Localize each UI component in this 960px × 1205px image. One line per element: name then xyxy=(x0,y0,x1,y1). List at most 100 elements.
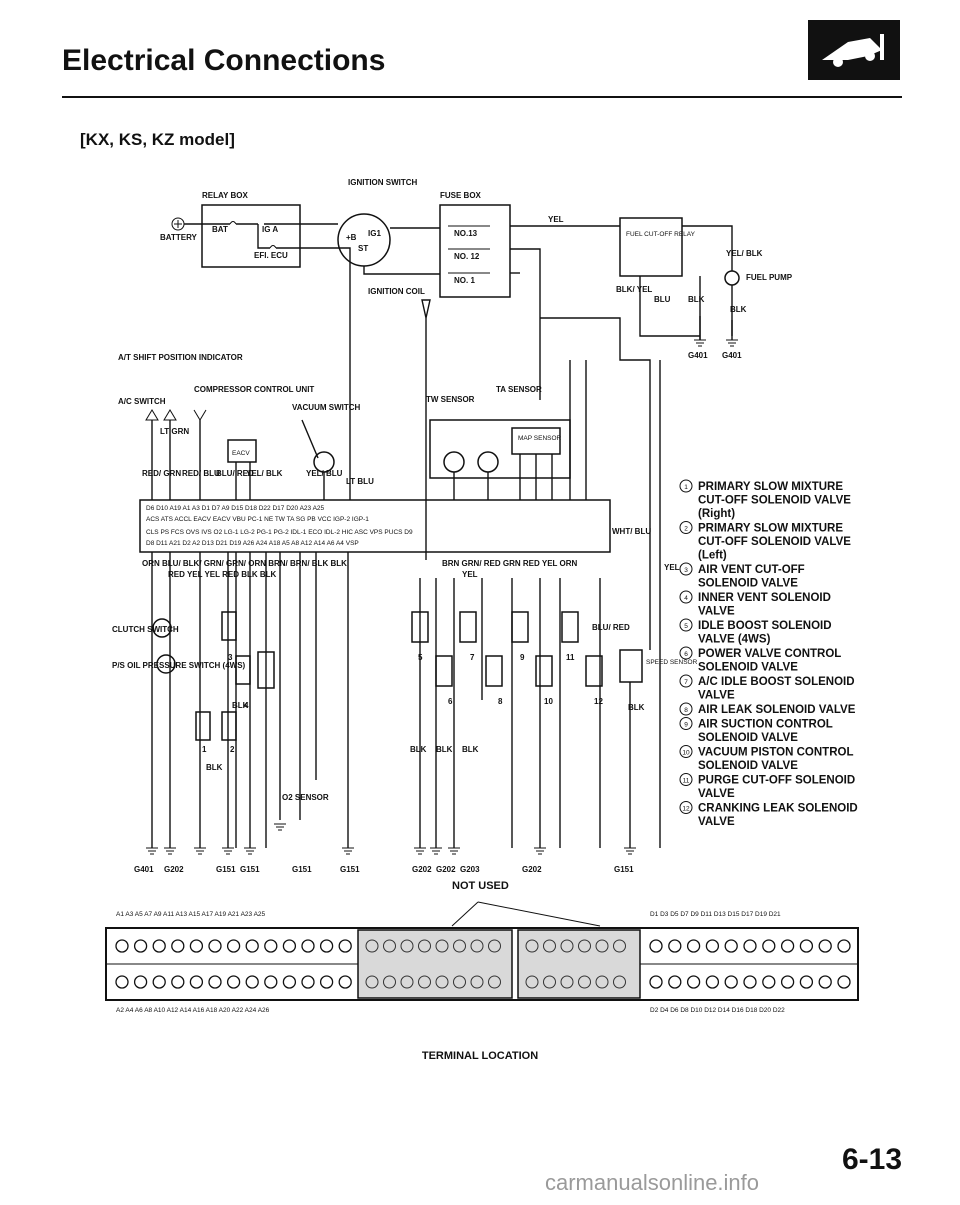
solenoid-9-num: 9 xyxy=(520,653,525,662)
wire-red-blu: RED/ BLU xyxy=(182,469,220,478)
terminal-pin xyxy=(282,975,297,989)
terminal-pin-unused xyxy=(453,939,466,953)
o2-sensor-icon xyxy=(257,651,275,689)
bat-label: BAT xyxy=(212,225,228,234)
terminal-pin xyxy=(301,975,315,989)
terminal-pin xyxy=(226,939,241,953)
legend-num: 3 xyxy=(684,567,688,574)
solenoid-1-icon xyxy=(195,711,211,741)
solenoid-5-num: 5 xyxy=(418,653,423,662)
solenoid-8-num: 8 xyxy=(498,697,503,706)
terminal-pin xyxy=(818,975,832,989)
fuse-box-label: FUSE BOX xyxy=(440,191,482,200)
terminal-pin xyxy=(133,975,148,989)
eacv-label: EACV xyxy=(232,450,250,457)
terminal-pin-unused xyxy=(418,975,431,989)
tw-sensor-icon xyxy=(443,451,465,473)
page-title: Electrical Connections xyxy=(62,44,386,77)
terminal-pin xyxy=(189,939,204,953)
legend-num-icon xyxy=(679,618,693,632)
fuel-cutoff-relay-label: FUEL CUT-OFF RELAY xyxy=(626,231,696,238)
ground-g401-b-icon xyxy=(726,339,738,347)
legend-num: 10 xyxy=(682,750,690,757)
fuel-cutoff-relay xyxy=(619,217,683,277)
wire-wht-blu: WHT/ BLU xyxy=(612,527,651,536)
ground-g202-c: G202 xyxy=(436,865,456,874)
terminal-pin-unused xyxy=(400,939,414,953)
terminal-pin-unused xyxy=(365,939,379,953)
terminal-pin xyxy=(762,939,776,953)
solenoid-3-icon xyxy=(221,611,237,641)
wire-blk-right-1: BLK xyxy=(410,745,427,754)
solenoid-8-icon xyxy=(485,655,503,687)
header-rule xyxy=(62,96,902,98)
wire-blk-fuel: BLK xyxy=(688,295,705,304)
terminal-top-right-pins: D1 D3 D5 D7 D9 D11 D13 D15 D17 D19 D21 xyxy=(650,911,781,918)
terminal-pin xyxy=(743,975,757,989)
terminal-pin-unused xyxy=(488,939,501,953)
terminal-pin xyxy=(780,975,795,989)
terminal-pin-unused xyxy=(400,975,414,989)
speed-sensor-box xyxy=(619,649,643,683)
terminal-pin xyxy=(799,975,814,989)
legend-num-icon xyxy=(679,590,693,604)
watermark: carmanualsonline.info xyxy=(545,1170,760,1195)
terminal-pin xyxy=(705,975,720,989)
legend-num: 7 xyxy=(684,679,688,686)
fuse-no1-label: NO. 1 xyxy=(454,276,475,285)
terminal-pin xyxy=(338,975,352,989)
terminal-pin-unused xyxy=(383,975,396,989)
terminal-bottom-left-pins: A2 A4 A6 A8 A10 A12 A14 A16 A18 A20 A22 … xyxy=(116,1007,270,1014)
solenoid-2-icon xyxy=(221,711,237,741)
wire-blk-sol2: BLK xyxy=(232,701,249,710)
terminal-pin xyxy=(705,939,720,953)
terminal-pin xyxy=(724,975,738,989)
solenoid-6-icon xyxy=(435,655,453,687)
terminal-pin xyxy=(208,939,222,953)
solenoid-6-num: 6 xyxy=(448,697,453,706)
ground-g401-c: G401 xyxy=(134,865,154,874)
solenoid-10-num: 10 xyxy=(544,697,553,706)
terminal-pin-unused xyxy=(578,975,591,989)
ground-g151-e: G151 xyxy=(614,865,634,874)
terminal-pin xyxy=(743,939,757,953)
fuse-no13-label: NO.13 xyxy=(454,229,478,238)
terminal-pin xyxy=(171,939,185,953)
terminal-pin xyxy=(171,975,185,989)
terminal-pin xyxy=(226,975,241,989)
relay-box xyxy=(201,204,301,268)
terminal-pin-unused xyxy=(488,975,501,989)
ground-g151-b: G151 xyxy=(240,865,260,874)
ecu-pins-row2: ACS ATS ACCL EACV EACV VBU PC-1 NE TW TA… xyxy=(146,516,369,523)
terminal-pin xyxy=(245,975,259,989)
clutch-switch-icon xyxy=(152,618,172,638)
terminal-pin-unused xyxy=(383,939,396,953)
wire-blk-sol: BLK xyxy=(206,763,223,772)
wire-colors-bottom-left: ORN BLU/ BLK/ GRN/ GRN/ ORN BRN/ BRN/ BL… xyxy=(142,559,347,568)
terminal-pin xyxy=(837,975,851,989)
at-shift-label: A/T SHIFT POSITION INDICATOR xyxy=(118,353,243,362)
clutch-switch-label: CLUTCH SWITCH xyxy=(112,625,179,634)
terminal-pin-unused xyxy=(543,975,556,989)
legend-item: AIR LEAK SOLENOID VALVE xyxy=(698,704,856,716)
terminal-pin-unused xyxy=(560,975,574,989)
terminal-pin xyxy=(799,939,814,953)
solenoid-5-icon xyxy=(411,611,429,643)
terminal-pin xyxy=(208,975,222,989)
ignition-coil-icon xyxy=(421,299,431,319)
terminal-pin xyxy=(649,975,663,989)
efi-ecu-label: EFI. ECU xyxy=(254,251,288,260)
terminal-pin xyxy=(338,939,352,953)
legend-num-icon xyxy=(679,745,693,758)
terminal-pin xyxy=(133,939,148,953)
legend-num: 12 xyxy=(682,806,690,813)
page-number: 6-13 xyxy=(842,1143,903,1176)
solenoid-9-icon xyxy=(511,611,529,643)
